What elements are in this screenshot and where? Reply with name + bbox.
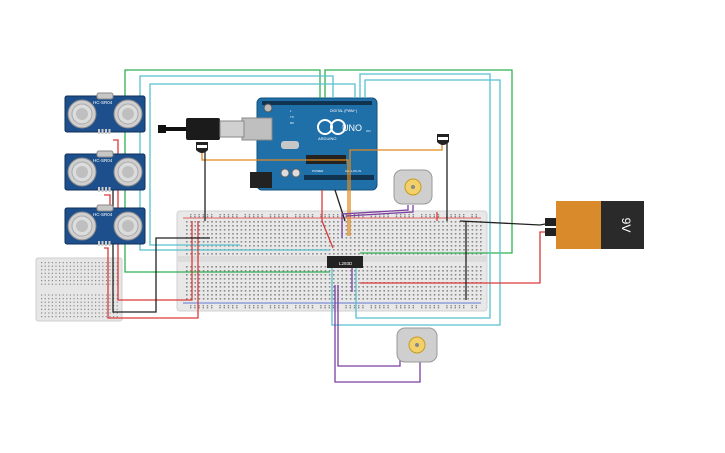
tx-label: TX xyxy=(290,115,294,119)
dc-motor-icon[interactable] xyxy=(396,327,438,363)
dc-motor-icon[interactable] xyxy=(393,169,433,205)
rx-label: RX xyxy=(290,121,294,125)
reset-button[interactable] xyxy=(263,103,273,113)
arduino-brand: ARDUINO xyxy=(318,136,336,141)
digital-header-label: DIGITAL (PWM~) xyxy=(330,109,357,113)
ultrasonic-sensor-hc-sr04[interactable]: HC-SR04 xyxy=(64,150,146,192)
arduino-logo-text: UNO xyxy=(342,123,362,133)
mini-breadboard[interactable] xyxy=(35,257,123,322)
l-led-label: L xyxy=(290,109,292,113)
arduino-uno-board[interactable]: UNO ARDUINO DIGITAL (PWM~) POWER ANALOG … xyxy=(241,97,378,191)
sensor-label: HC-SR04 xyxy=(93,158,113,163)
usb-plug-icon xyxy=(158,118,245,140)
l293d-driver-ic[interactable]: L293D xyxy=(327,256,363,268)
ultrasonic-sensor-hc-sr04[interactable]: HC-SR04 xyxy=(64,92,146,134)
sensor-label: HC-SR04 xyxy=(93,100,113,105)
on-led-label: ON xyxy=(366,129,371,133)
battery-label: 9V xyxy=(619,218,633,233)
driver-ic-label: L293D xyxy=(339,261,353,266)
transistor-icon[interactable] xyxy=(196,142,208,153)
sensor-label: HC-SR04 xyxy=(93,212,113,217)
ultrasonic-sensor-hc-sr04[interactable]: HC-SR04 xyxy=(64,204,146,246)
usb-port xyxy=(241,117,273,141)
analog-label: ANALOG IN xyxy=(345,169,361,173)
battery-9v[interactable]: 9V xyxy=(545,201,644,249)
wires xyxy=(104,69,557,383)
power-label: POWER xyxy=(312,169,324,173)
power-jack xyxy=(250,172,272,188)
transistor-icon[interactable] xyxy=(437,134,449,145)
